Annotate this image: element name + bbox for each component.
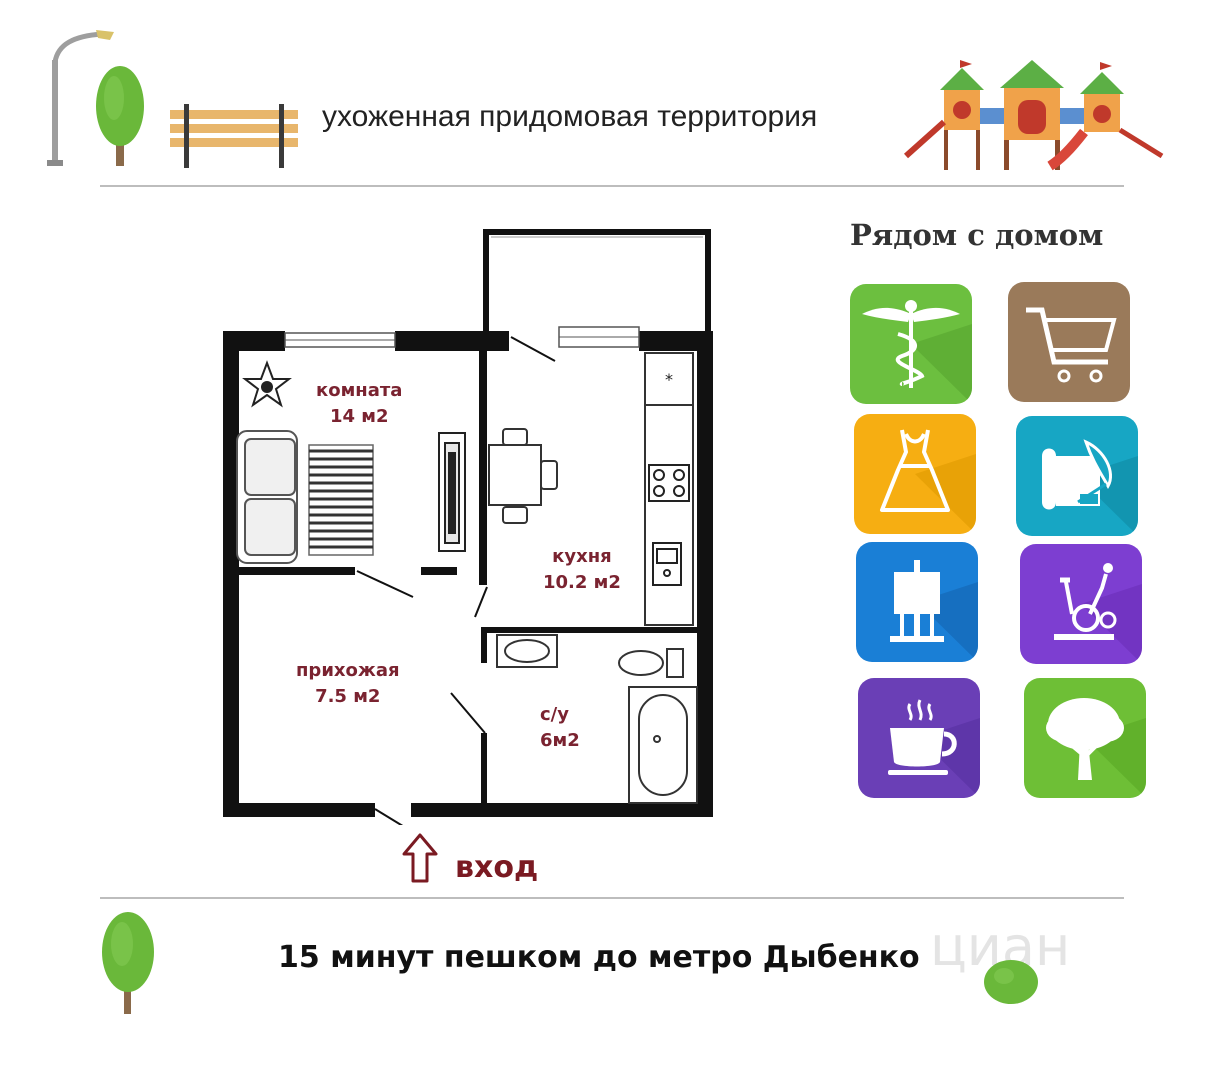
stove-mark: * — [665, 370, 673, 389]
metro-text: 15 минут пешком до метро Дыбенко — [278, 940, 920, 975]
nearby-tile-culture — [1016, 416, 1138, 536]
room-label-living: комната 14 м2 — [316, 378, 402, 430]
room-name: с/у — [540, 704, 569, 725]
nearby-tile-art — [856, 542, 978, 662]
room-name: прихожая — [296, 660, 400, 681]
nearby-tile-medical — [850, 284, 972, 404]
easel-icon — [890, 560, 978, 662]
entry-label: вход — [455, 850, 539, 885]
room-furniture — [236, 360, 466, 564]
tree-icon — [102, 912, 154, 1014]
nearby-tile-clothing — [854, 414, 976, 534]
street-lamp-icon — [47, 30, 114, 166]
room-label-kitchen: кухня 10.2 м2 — [543, 544, 621, 596]
top-divider — [100, 185, 1124, 187]
scroll-quill-icon — [1042, 439, 1138, 536]
coffee-cup-icon — [888, 699, 980, 798]
territory-text: ухоженная придомовая территория — [322, 100, 818, 133]
windows — [284, 326, 640, 348]
room-name: комната — [316, 380, 403, 401]
room-area: 6м2 — [540, 730, 580, 751]
doors — [356, 336, 556, 825]
floor-plan: * — [223, 229, 713, 825]
rug — [308, 444, 374, 556]
tree-icon — [1046, 698, 1146, 798]
nearby-tile-park — [1024, 678, 1146, 798]
nearby-title: Рядом с домом — [850, 218, 1104, 252]
bench-icon — [170, 104, 298, 168]
nearby-tile-cafe — [858, 678, 980, 798]
shopping-cart-icon — [1026, 307, 1117, 383]
room-area: 7.5 м2 — [315, 686, 381, 707]
playground-icon — [903, 60, 1164, 171]
compass-star-icon — [242, 360, 292, 408]
room-area: 14 м2 — [329, 406, 389, 427]
counter — [644, 352, 694, 626]
room-label-bathroom: с/у 6м2 — [540, 702, 580, 754]
nearby-tile-fitness — [1020, 544, 1142, 664]
balcony — [483, 229, 711, 331]
bottom-divider — [100, 897, 1124, 899]
dress-icon — [880, 429, 976, 534]
tv-stand — [438, 432, 466, 552]
entry-arrow-icon — [402, 833, 438, 883]
exercise-bike-icon — [1054, 563, 1142, 664]
kitchen-furniture: * — [488, 352, 694, 626]
nearby-tile-shopping — [1008, 282, 1130, 402]
dining-table — [488, 428, 558, 524]
sofa — [236, 430, 298, 564]
bathroom-fixtures — [496, 634, 698, 804]
caduceus-icon — [862, 300, 972, 404]
walls — [223, 331, 713, 817]
stove — [648, 464, 690, 502]
bush-icon — [984, 960, 1038, 1004]
tree-icon — [96, 66, 144, 166]
room-label-hallway: прихожая 7.5 м2 — [296, 658, 400, 710]
room-area: 10.2 м2 — [543, 572, 621, 593]
room-name: кухня — [552, 546, 612, 567]
kitchen-sink — [652, 542, 682, 586]
